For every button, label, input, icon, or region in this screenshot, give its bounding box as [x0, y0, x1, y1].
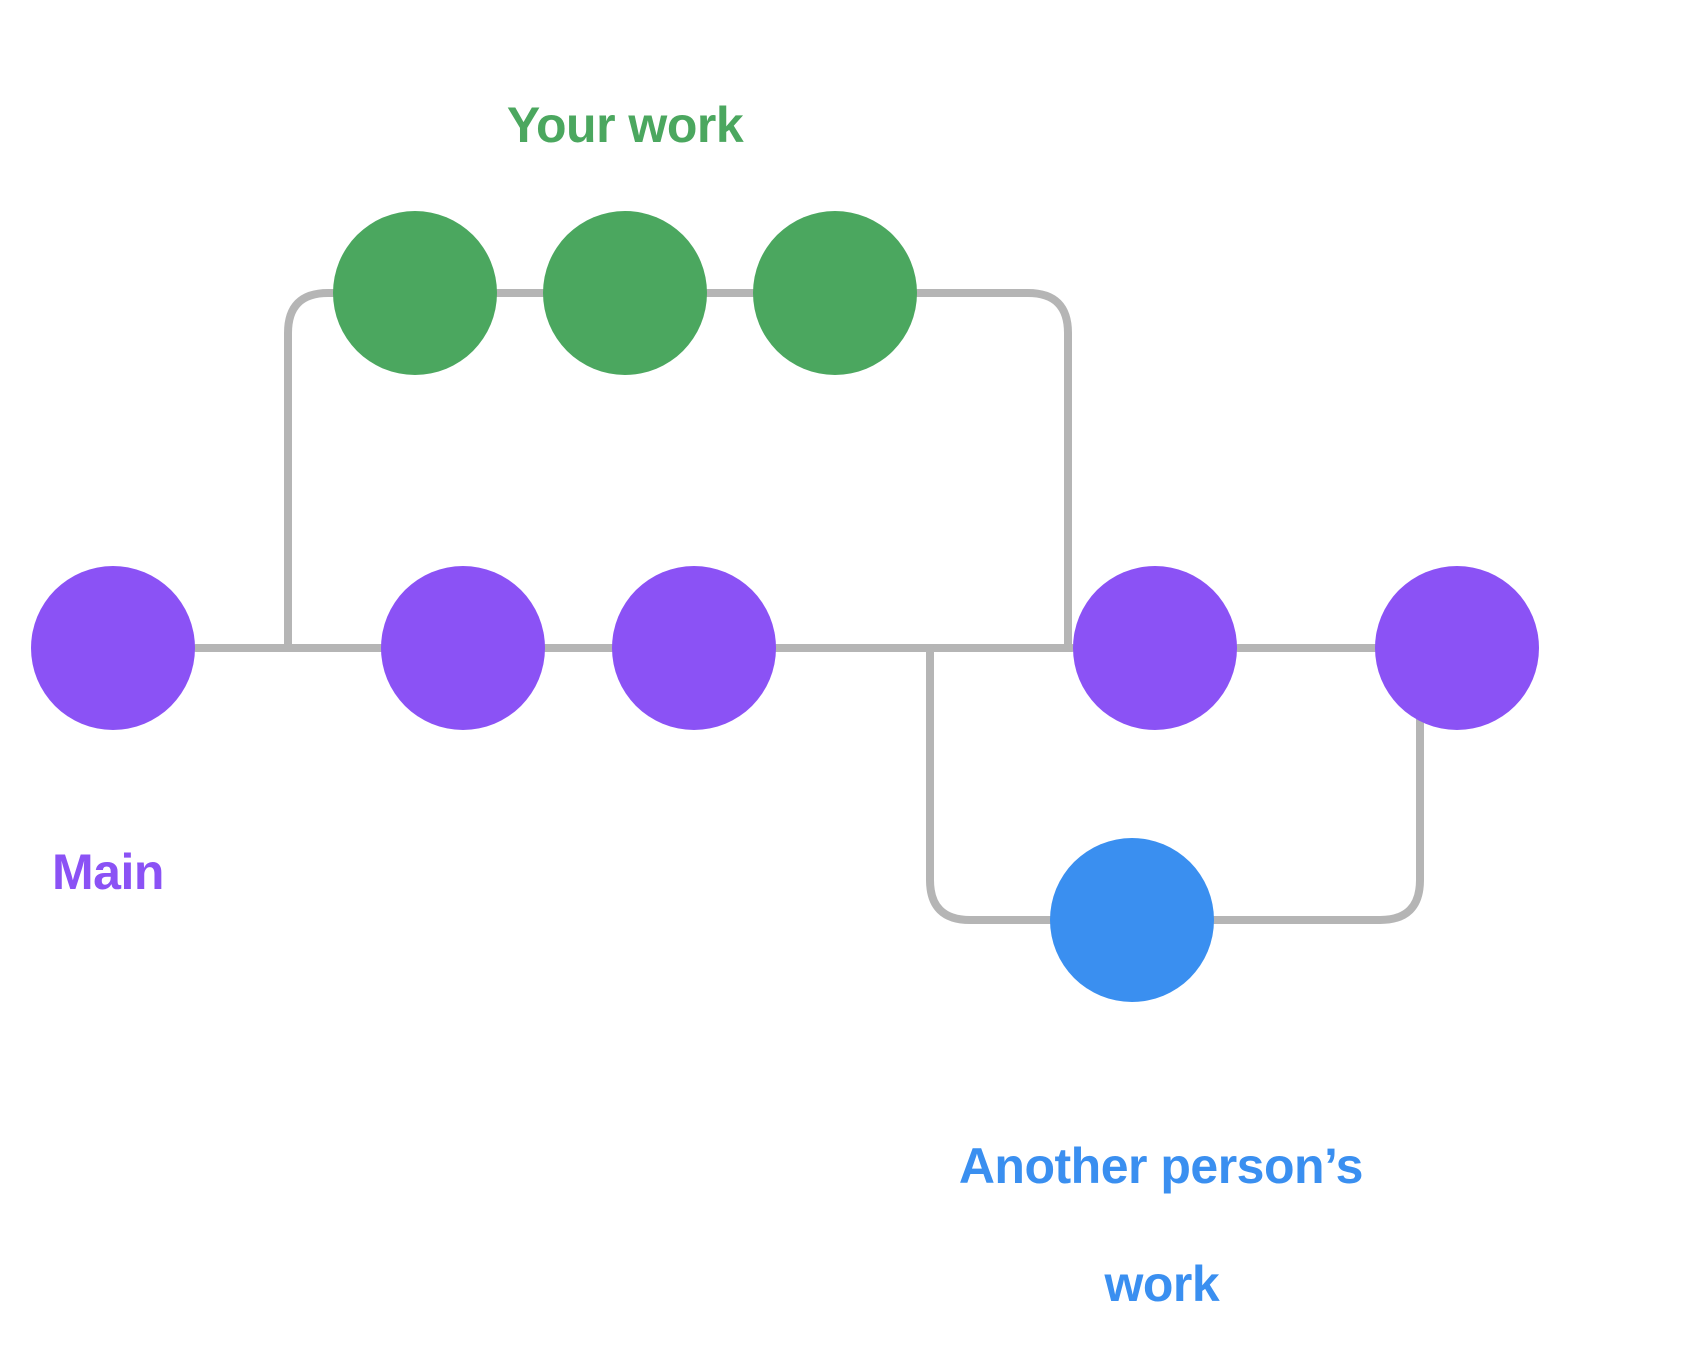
- branch-label-your-work: Your work: [506, 97, 744, 153]
- commit-node-main-1[interactable]: [31, 566, 195, 730]
- edge-merge-your-work-to-main: [913, 289, 1072, 652]
- commit-node-main-5[interactable]: [1375, 566, 1539, 730]
- branch-label-another-person-line2: work: [1104, 1256, 1220, 1312]
- commit-node-main-4[interactable]: [1073, 566, 1237, 730]
- commit-node-main-2[interactable]: [381, 566, 545, 730]
- branch-label-another-person-line1: Another person’s: [958, 1138, 1364, 1194]
- branch-label-another-person: Another person’s work: [785, 1078, 1485, 1352]
- commit-node-work-3[interactable]: [753, 211, 917, 375]
- commit-node-main-3[interactable]: [612, 566, 776, 730]
- edge-branch-down-to-other: [926, 644, 1054, 924]
- commit-node-work-2[interactable]: [543, 211, 707, 375]
- branch-label-main: Main: [52, 844, 164, 900]
- commit-node-work-1[interactable]: [333, 211, 497, 375]
- commit-node-other-1[interactable]: [1050, 838, 1214, 1002]
- edge-branch-up-to-your-work: [284, 289, 337, 652]
